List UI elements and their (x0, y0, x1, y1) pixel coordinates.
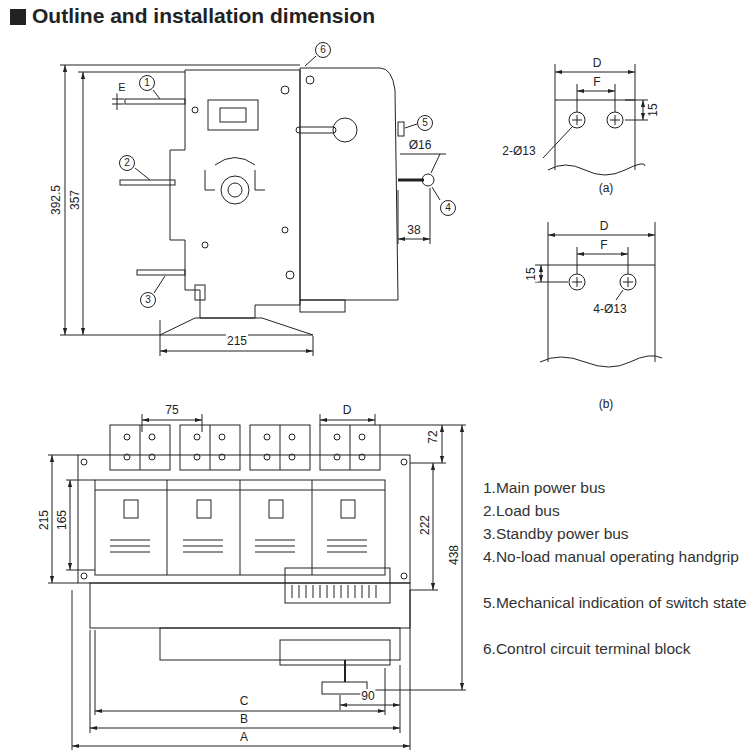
dimension-label: Ø16 (408, 138, 433, 152)
dimension-label: (b) (598, 397, 615, 411)
callout-number: 4 (440, 200, 456, 216)
dimension-label: 357 (68, 189, 82, 211)
dimension-label: 215 (37, 509, 51, 531)
page-title: Outline and installation dimension (32, 4, 375, 28)
callout-number: 3 (140, 292, 156, 308)
dimension-label: 438 (447, 544, 461, 566)
legend-item: 1.Main power bus (483, 476, 750, 499)
callout-text: 2 (124, 158, 130, 168)
dimension-label: 4-Ø13 (592, 302, 627, 316)
callout-number: 6 (315, 42, 331, 58)
dimension-label: 75 (164, 403, 179, 417)
dimension-label: F (599, 238, 608, 252)
dimension-label: 2-Ø13 (501, 144, 536, 158)
callout-text: 1 (144, 78, 150, 88)
dimension-label: F (592, 75, 601, 89)
callout-text: 3 (145, 295, 151, 305)
legend-item: 3.Standby power bus (483, 522, 750, 545)
legend-item: 2.Load bus (483, 499, 750, 522)
dimension-label: D (342, 403, 353, 417)
dimension-label: D (599, 219, 610, 233)
callout-number: 1 (139, 75, 155, 91)
dimension-label: B (239, 712, 249, 726)
dimension-label: 15 (646, 102, 660, 117)
dimension-label: 15 (524, 266, 538, 281)
callout-number: 2 (119, 155, 135, 171)
legend-item: 4.No-load manual operating handgrip (483, 545, 750, 568)
callout-text: 6 (320, 45, 326, 55)
callout-text: 4 (445, 203, 451, 213)
dimension-label: C (239, 694, 250, 708)
callout-text: 5 (422, 118, 428, 128)
dimension-label: D (592, 56, 603, 70)
dimension-label: (a) (598, 181, 615, 195)
dimension-label: 90 (360, 689, 375, 703)
dimension-label: E (117, 80, 126, 94)
legend-item: 6.Control circuit terminal block (483, 637, 750, 660)
dimension-label: 165 (55, 509, 69, 531)
dimension-label: 215 (226, 334, 248, 348)
dimension-label: 222 (418, 514, 432, 536)
dimension-label: A (239, 730, 249, 744)
legend-item: 5.Mechanical indication of switch state (483, 591, 750, 614)
dimension-label: 38 (406, 223, 421, 237)
dimension-label: 392.5 (49, 184, 63, 216)
callout-number: 5 (417, 115, 433, 131)
dimension-label: 72 (426, 429, 440, 444)
